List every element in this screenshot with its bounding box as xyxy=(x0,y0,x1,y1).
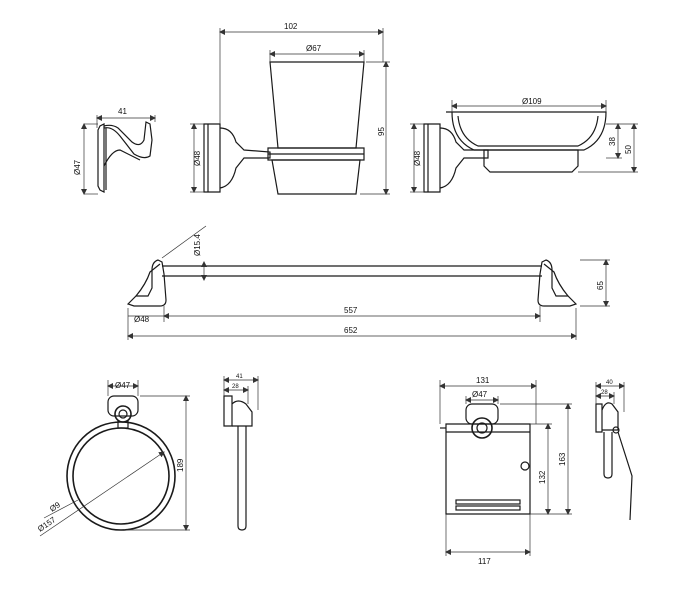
dim-tp-side-inner: 28 xyxy=(601,390,608,396)
dim-soap-dish-base-dia: Ø48 xyxy=(413,150,422,166)
tp-holder-front xyxy=(439,380,572,556)
dim-tumbler-height: 95 xyxy=(377,127,386,136)
dim-tp-bottom-width: 117 xyxy=(478,557,491,566)
dim-tp-base-dia: Ø47 xyxy=(472,390,488,399)
towel-ring-front xyxy=(39,380,190,537)
dim-tumbler-base-dia: Ø48 xyxy=(193,150,202,166)
dim-tp-height-inner: 132 xyxy=(538,470,547,484)
dim-towel-bar-base-dia: Ø48 xyxy=(134,315,150,324)
dim-robe-hook-base-dia: Ø47 xyxy=(73,159,82,175)
towel-ring-side xyxy=(223,376,259,531)
dim-ring-wire-dia: Ø9 xyxy=(48,500,62,514)
dim-soap-dish-inner: 38 xyxy=(608,137,617,146)
dim-tumbler-width: 102 xyxy=(284,22,298,31)
dim-towel-bar-overall: 652 xyxy=(344,326,358,335)
dim-ring-base-dia: Ø47 xyxy=(115,381,131,390)
towel-bar xyxy=(126,225,610,340)
dim-tp-side-outer: 40 xyxy=(606,380,613,386)
dim-towel-bar-height: 65 xyxy=(596,281,605,290)
dim-tp-width: 131 xyxy=(476,376,490,385)
soap-dish xyxy=(410,100,638,193)
tp-holder-side xyxy=(595,382,633,521)
dim-tp-height-outer: 163 xyxy=(558,452,567,466)
dim-towel-bar-rod-dia: Ø15.4 xyxy=(193,234,202,256)
robe-hook xyxy=(81,115,156,195)
dim-ring-side-inner: 28 xyxy=(232,384,239,390)
dim-robe-hook-width: 41 xyxy=(118,107,127,116)
tumbler-holder xyxy=(190,28,390,195)
dim-soap-dish-dia: Ø109 xyxy=(522,97,542,106)
dim-ring-side-outer: 41 xyxy=(236,374,243,380)
dim-tumbler-glass-dia: Ø67 xyxy=(306,44,322,53)
dim-towel-bar-span: 557 xyxy=(344,306,358,315)
dim-ring-height: 189 xyxy=(176,458,185,472)
dim-soap-dish-outer: 50 xyxy=(624,145,633,154)
dim-ring-outer-dia: Ø157 xyxy=(36,515,58,534)
